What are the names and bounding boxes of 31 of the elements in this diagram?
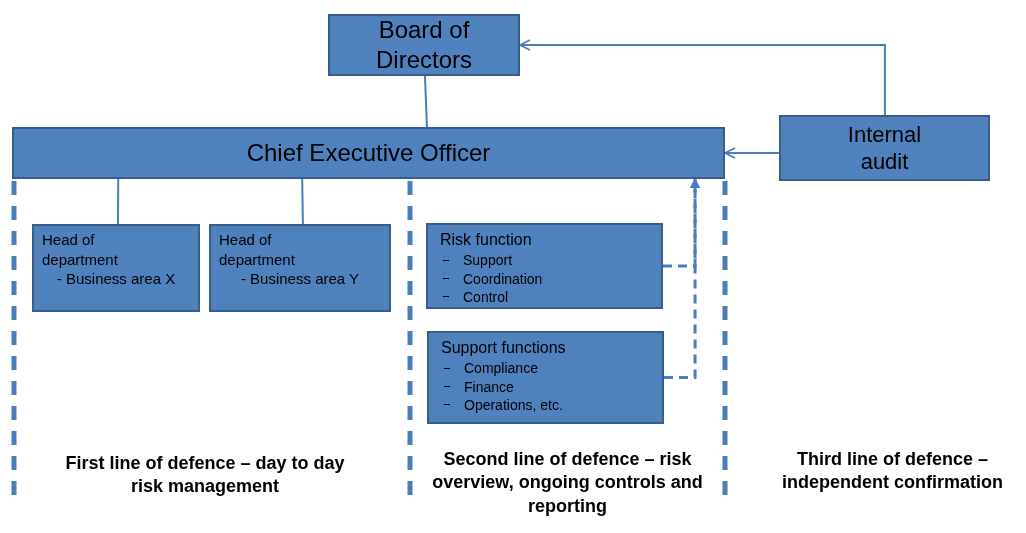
list-item: Operations, etc. <box>464 395 563 414</box>
arrow <box>724 147 780 159</box>
org-box <box>427 331 664 424</box>
line-of-defence-label: Second line of defence – risk overview, ongoing controls and reporting <box>431 448 704 518</box>
node-heading: Support functions <box>441 338 567 358</box>
list-item: Control <box>463 287 509 306</box>
node-heading: Head of department <box>42 230 119 269</box>
list-item: Coordination <box>463 269 543 288</box>
arrow <box>664 178 701 379</box>
node-subtitle: - Business area X <box>55 269 177 289</box>
node-subtitle: - Business area Y <box>239 269 361 289</box>
connector-line <box>423 75 428 128</box>
connector-line <box>301 178 304 225</box>
org-box <box>328 14 520 76</box>
list-item: Finance <box>464 377 514 396</box>
node-heading: Head of department <box>219 230 296 269</box>
org-box <box>12 127 725 179</box>
node-title: Internal audit <box>846 120 923 176</box>
connector-line <box>117 178 120 225</box>
line-of-defence-label: First line of defence – day to day risk management <box>64 452 346 499</box>
org-box <box>32 224 200 312</box>
node-heading: Risk function <box>440 230 533 250</box>
node-title: Board of Directors <box>375 15 473 75</box>
node-title: Chief Executive Officer <box>246 138 491 168</box>
org-box <box>779 115 990 181</box>
arrow <box>519 39 886 116</box>
org-box <box>209 224 391 312</box>
list-item: Compliance <box>464 359 538 378</box>
org-box <box>426 223 663 309</box>
line-of-defence-label: Third line of defence – independent confirmation <box>781 448 1004 495</box>
list-item: Support <box>463 251 513 270</box>
